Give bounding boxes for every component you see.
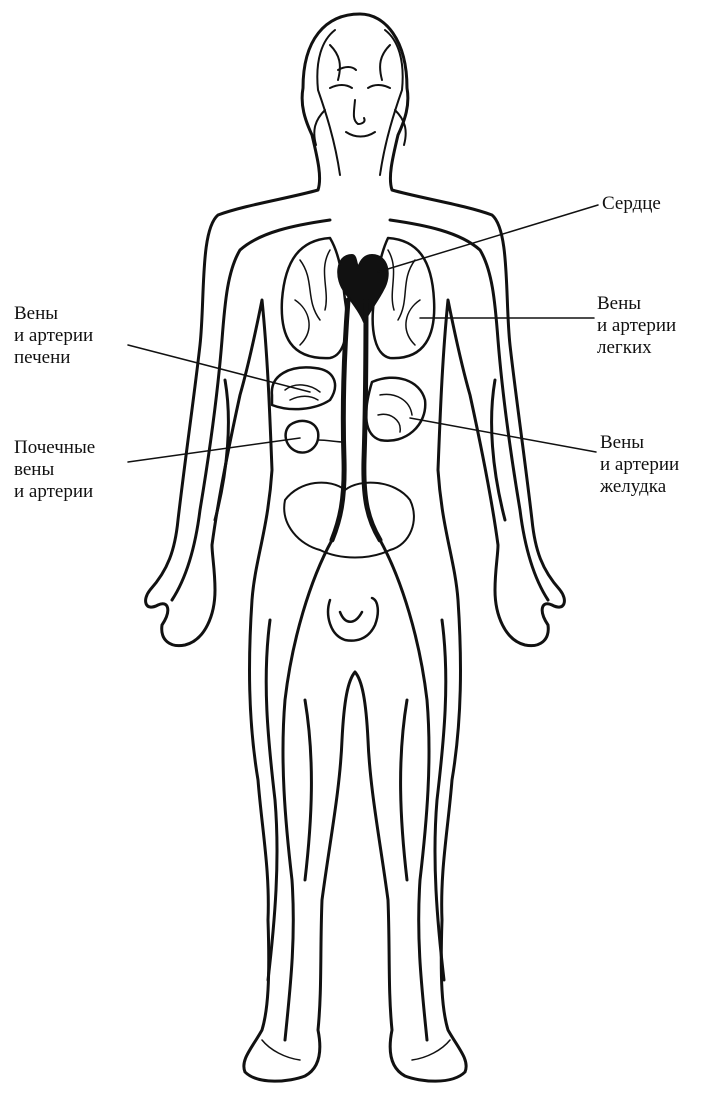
label-lungs-line-1: Вены [597,293,676,315]
left-lung [282,238,347,358]
kidney [286,421,319,453]
label-liver-vessels: Вены и артерии печени [14,303,93,369]
right-lung [373,238,435,358]
leg-vessels [266,540,446,1040]
label-kidney-line-1: Почечные [14,437,95,459]
foot-vessels [262,1040,450,1060]
kidney-vessels [318,440,344,442]
head-vessels [314,30,405,175]
label-stomach-line-1: Вены [600,432,679,454]
label-stomach-line-2: и артерии [600,454,679,476]
label-liver-line-1: Вены [14,303,93,325]
stomach [366,378,425,441]
label-stomach-line-3: желудка [600,476,679,498]
label-liver-line-2: и артерии [14,325,93,347]
liver [272,367,335,409]
label-lungs-line-3: легких [597,337,676,359]
label-lungs-line-2: и артерии [597,315,676,337]
label-kidney-line-2: вены [14,459,95,481]
pelvic-vessels [328,598,378,641]
intestines [284,483,414,558]
label-heart-line-1: Сердце [602,193,661,215]
label-kidney-vessels: Почечные вены и артерии [14,437,95,503]
label-heart: Сердце [602,193,661,215]
label-stomach-vessels: Вены и артерии желудка [600,432,679,498]
main-vessels [332,300,380,540]
body-outline [146,14,565,1081]
label-lung-vessels: Вены и артерии легких [597,293,676,359]
leader-line-kidney [128,438,300,462]
stomach-vessels [378,394,412,432]
label-kidney-line-3: и артерии [14,481,95,503]
label-liver-line-3: печени [14,347,93,369]
